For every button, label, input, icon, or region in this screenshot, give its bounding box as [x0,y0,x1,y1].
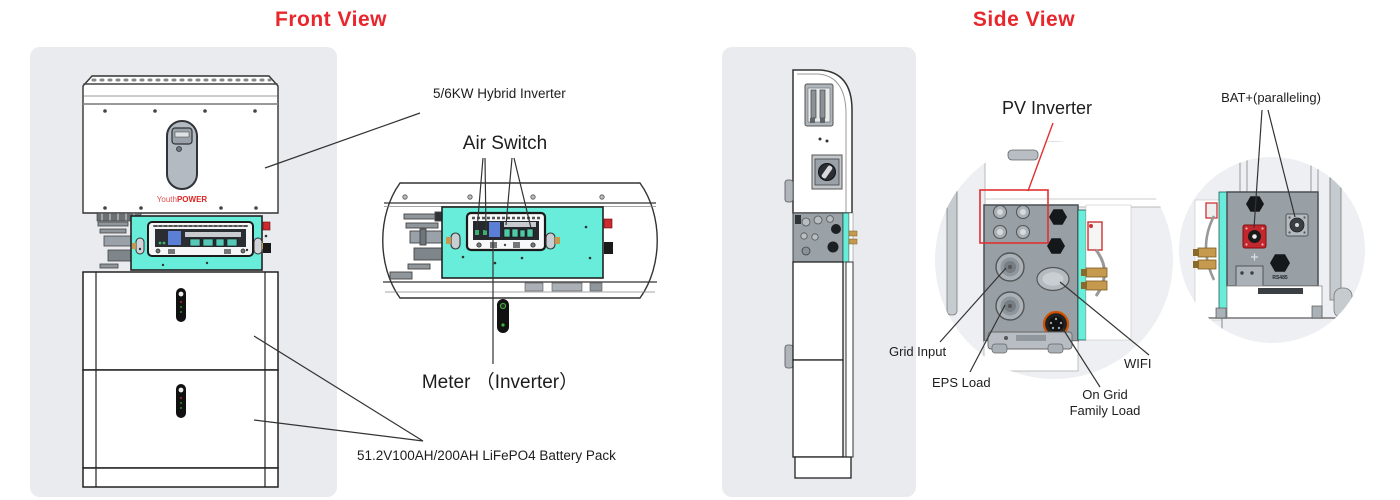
hybrid-inverter-drawing: YouthPOWER [82,75,279,222]
ports-detail-circle [935,141,1173,379]
leader-battery-2 [253,419,424,442]
cable-gland-3 [1246,196,1264,212]
leader-wifi [1059,281,1150,356]
leader-air-switch-2 [484,157,487,232]
leader-hybrid-inverter [264,112,421,169]
rs485-label: RS485 [1272,275,1288,281]
on-grid-family-load-label: On Grid Family Load [1035,387,1175,419]
air-switches [503,228,534,238]
cable-gland-2 [1047,238,1065,254]
leader-battery-1 [253,335,424,442]
dc-switch [811,154,843,190]
eps-port [995,291,1025,321]
leader-lines [253,109,1296,442]
leader-grid-input [939,267,1007,343]
hybrid-inverter-label: 5/6KW Hybrid Inverter [433,86,566,101]
side-port-section [792,212,858,263]
bat-plus-port [1242,224,1267,249]
pv-terminals [992,204,1031,240]
eps-load-label: EPS Load [932,375,991,390]
battery-pack-label: 51.2V100AH/200AH LiFePO4 Battery Pack [357,448,616,463]
battery-indicator-2 [176,384,186,418]
gold-terminals [1081,267,1108,291]
bat-detail-circle: RS485 [1179,157,1365,343]
meter-inverter-label: Meter （Inverter） [421,372,579,393]
inverter-handle [166,120,198,190]
air-switch-detail-drawing [382,182,658,333]
front-view-title: Front View [275,8,387,31]
grid-port [995,252,1025,282]
leader-pv-inverter [1027,122,1054,192]
battery-pack-drawing [82,271,279,488]
leader-air-switch-4 [513,157,532,229]
red-clamp [1087,221,1103,251]
on-grid-line2: Family Load [1069,403,1141,418]
battery-indicator-1 [176,288,186,322]
inverter-screws [103,109,258,210]
air-switch-label: Air Switch [462,133,548,154]
side-bracket-recess [804,83,834,127]
meter-section-drawing [94,215,271,296]
brand-logo: YouthPOWER [157,195,208,204]
wifi-label: WIFI [1124,356,1152,371]
grid-input-label: Grid Input [889,344,947,359]
bat-paralleling-label: BAT+(paralleling) [1221,90,1321,105]
front-meter [147,221,254,257]
meter-side-knob-left [135,237,145,255]
leader-eps-load [969,304,1006,373]
bat-minus-front [263,243,271,253]
cable-gland-1 [1049,209,1067,225]
gold-terminals-2 [1193,247,1217,270]
red-clamp-2 [1205,202,1218,219]
on-grid-line1: On Grid [1082,387,1128,402]
front-stack-drawing: YouthPOWER [82,75,279,488]
side-tower-drawing [784,69,858,479]
on-grid-port [1042,310,1070,338]
leader-bat-2 [1267,109,1296,218]
pv-inverter-highlight-box [979,189,1049,244]
meter-side-knob-right [253,237,263,255]
pv-inverter-label: PV Inverter [1001,98,1093,118]
leader-on-grid [1062,328,1101,388]
side-view-title: Side View [972,8,1076,31]
detail-pv-connectors [389,211,444,280]
paralleling-port [1285,213,1309,237]
wifi-port [1036,266,1070,292]
meter-display [489,222,500,237]
leader-air-switch-1 [476,157,484,231]
leader-bat-1 [1253,109,1263,229]
bat-plus-front [262,221,271,231]
cable-gland-4 [1270,254,1290,272]
leader-air-switch-3 [505,157,513,226]
detail-battery-indicator [497,299,509,333]
